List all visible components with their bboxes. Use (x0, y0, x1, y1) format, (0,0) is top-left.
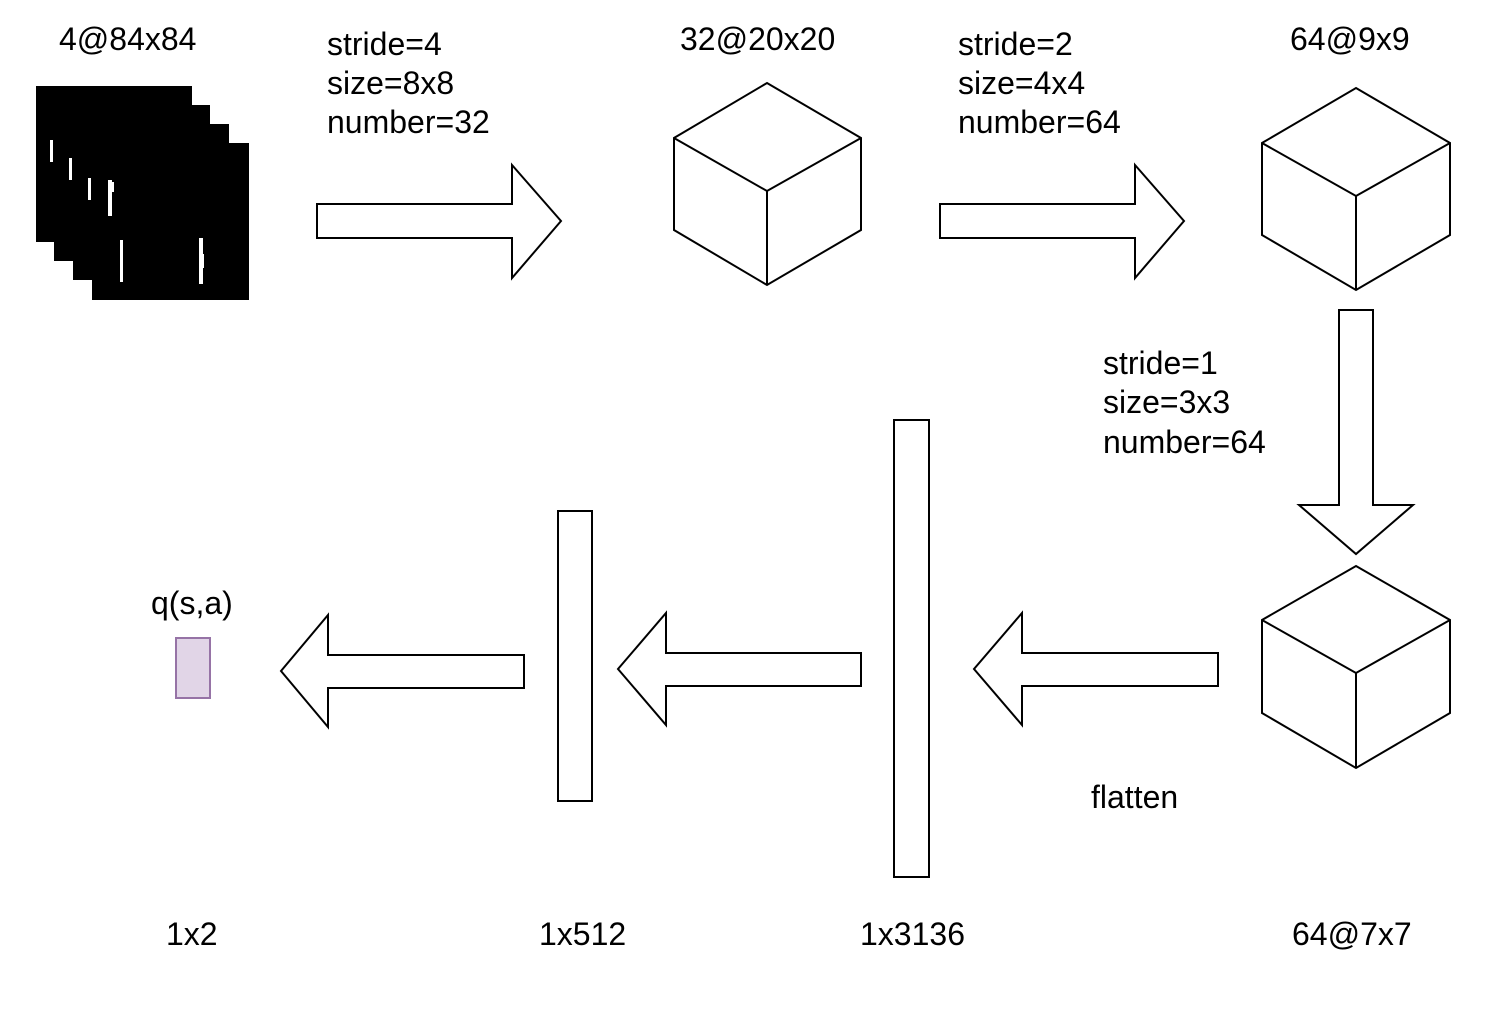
input-shape-label: 4@84x84 (59, 21, 196, 57)
conv1-size-label: size=8x8 (327, 65, 454, 101)
flatten-vector-bar (893, 419, 930, 878)
conv3-size-label: size=3x3 (1103, 384, 1230, 420)
output-q-values (175, 637, 211, 699)
arrow-left-flatten (972, 610, 1219, 728)
paddle-mark (108, 180, 112, 216)
paddle-mark (120, 240, 123, 282)
conv2-stride-label: stride=2 (958, 26, 1073, 62)
arrow-right-conv2 (939, 162, 1186, 281)
paddle-mark (69, 158, 72, 180)
conv3-shape-label: 64@7x7 (1292, 916, 1412, 952)
conv1-number-label: number=32 (327, 104, 490, 140)
arrow-left-output (279, 612, 525, 730)
frame-edge-1 (192, 86, 193, 105)
frame-edge-3 (229, 124, 230, 143)
input-frames-stack (36, 86, 249, 300)
conv1-shape-label: 32@20x20 (680, 21, 835, 57)
cube-conv3 (1261, 564, 1451, 770)
conv3-number-label: number=64 (1103, 424, 1266, 460)
arrow-down-conv3 (1296, 309, 1416, 556)
fc-layer-bar (557, 510, 593, 802)
output-title: q(s,a) (151, 585, 233, 621)
frame-edge-2 (210, 105, 211, 124)
fc-shape-label: 1x512 (539, 916, 626, 952)
arrow-right-conv1 (316, 162, 563, 281)
conv1-stride-label: stride=4 (327, 26, 442, 62)
conv2-shape-label: 64@9x9 (1290, 21, 1410, 57)
flatten-op-label: flatten (1091, 779, 1178, 815)
output-shape-label: 1x2 (166, 916, 218, 952)
paddle-mark (50, 140, 53, 162)
conv2-size-label: size=4x4 (958, 65, 1085, 101)
flatten-shape-label: 1x3136 (860, 916, 965, 952)
conv2-number-label: number=64 (958, 104, 1121, 140)
conv3-stride-label: stride=1 (1103, 345, 1218, 381)
arrow-left-fc (616, 610, 862, 728)
paddle-mark (201, 254, 204, 268)
paddle-mark (88, 178, 91, 200)
cube-conv2 (1261, 86, 1451, 292)
frame-4 (92, 143, 249, 300)
cube-conv1 (673, 81, 862, 287)
paddle-mark (111, 182, 114, 192)
